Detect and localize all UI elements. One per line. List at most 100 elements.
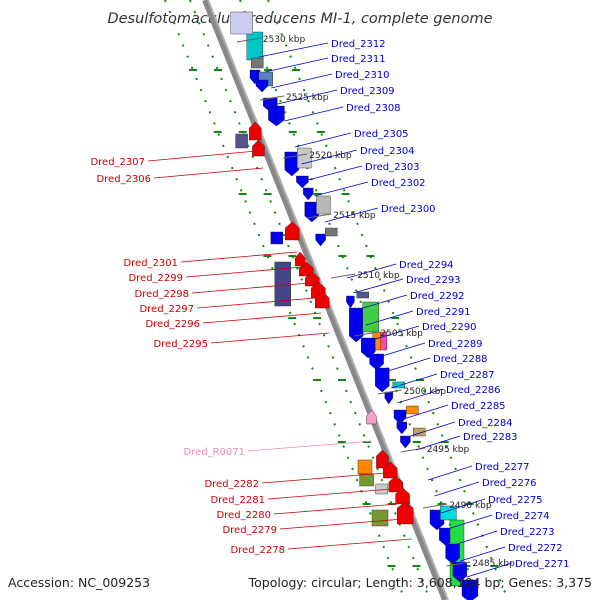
gene-label-dred_2309: Dred_2309 bbox=[340, 86, 395, 97]
label-leader bbox=[466, 562, 513, 578]
kbp-tick bbox=[377, 389, 402, 395]
gene-arrow bbox=[315, 291, 330, 309]
label-leader bbox=[294, 132, 352, 148]
topology-text: Topology: circular; Length: 3,608,104 bp… bbox=[248, 575, 592, 590]
gene-arrow bbox=[366, 409, 377, 425]
gene-block bbox=[235, 133, 248, 149]
gene-label-dred_2296: Dred_2296 bbox=[145, 319, 200, 330]
label-leader bbox=[202, 312, 322, 324]
gene-label-dred_2278: Dred_2278 bbox=[230, 545, 285, 556]
gene-block bbox=[359, 473, 374, 487]
label-leader bbox=[365, 310, 414, 326]
gene-label-dred_2302: Dred_2302 bbox=[371, 178, 426, 189]
gene-label-dred_2308: Dred_2308 bbox=[346, 103, 401, 114]
label-leader bbox=[273, 503, 398, 515]
gene-arrow bbox=[255, 79, 269, 93]
label-layer: Dred_2312Dred_2311Dred_2310Dred_2309Dred… bbox=[90, 39, 570, 578]
gene-label-dred_2305: Dred_2305 bbox=[354, 129, 409, 140]
label-leader bbox=[264, 57, 329, 73]
kbp-marker: 2500 kbp bbox=[404, 387, 447, 397]
label-leader bbox=[191, 282, 310, 294]
gene-arrow bbox=[296, 175, 309, 189]
gene-block bbox=[357, 459, 373, 475]
gene-arrow bbox=[452, 561, 467, 583]
kbp-marker: 2515 kbp bbox=[333, 211, 376, 221]
gene-label-dred_r0071: Dred_R0071 bbox=[184, 447, 246, 458]
label-leader bbox=[410, 421, 456, 437]
label-leader bbox=[371, 325, 420, 341]
gene-arrow bbox=[349, 307, 364, 343]
gene-block bbox=[297, 147, 312, 169]
label-leader bbox=[258, 42, 329, 58]
label-leader bbox=[427, 465, 473, 481]
kbp-marker: 2505 kbp bbox=[380, 329, 423, 339]
kbp-marker: 2525 kbp bbox=[286, 93, 329, 103]
gene-block bbox=[316, 195, 331, 215]
label-leader bbox=[347, 263, 397, 279]
gene-block bbox=[270, 231, 283, 245]
gene-arrow bbox=[384, 391, 393, 405]
gene-arrow bbox=[396, 421, 407, 435]
gene-label-dred_2273: Dred_2273 bbox=[500, 527, 555, 538]
gene-label-dred_2292: Dred_2292 bbox=[410, 291, 465, 302]
label-leader bbox=[301, 149, 358, 165]
gene-label-dred_2300: Dred_2300 bbox=[381, 204, 436, 215]
gene-block bbox=[356, 291, 369, 299]
gene-label-dred_2287: Dred_2287 bbox=[440, 370, 495, 381]
gene-label-dred_2272: Dred_2272 bbox=[508, 543, 563, 554]
gene-arrow bbox=[315, 233, 326, 247]
label-leader bbox=[441, 498, 486, 514]
gene-label-dred_2277: Dred_2277 bbox=[475, 462, 530, 473]
kbp-marker: 2495 kbp bbox=[427, 445, 470, 455]
gene-arrow bbox=[284, 151, 299, 177]
gene-label-dred_2295: Dred_2295 bbox=[153, 339, 208, 350]
gene-label-dred_2280: Dred_2280 bbox=[216, 510, 271, 521]
gene-label-dred_2282: Dred_2282 bbox=[204, 479, 259, 490]
gene-label-dred_2279: Dred_2279 bbox=[222, 525, 277, 536]
gene-label-dred_2275: Dred_2275 bbox=[488, 495, 543, 506]
gene-arrow bbox=[285, 221, 300, 241]
kbp-tick bbox=[307, 213, 332, 219]
label-leader bbox=[279, 518, 404, 530]
gene-arrow bbox=[375, 367, 390, 393]
label-leader bbox=[267, 488, 392, 500]
gene-block bbox=[230, 11, 254, 35]
gene-arrow bbox=[369, 353, 384, 371]
gene-block bbox=[406, 405, 419, 415]
label-leader bbox=[196, 297, 316, 309]
label-leader bbox=[271, 73, 333, 89]
label-leader bbox=[353, 278, 404, 294]
kbp-tick bbox=[354, 331, 379, 337]
accession-text: Accession: NC_009253 bbox=[8, 575, 150, 590]
label-leader bbox=[447, 514, 493, 530]
label-leader bbox=[287, 538, 412, 550]
gene-block bbox=[371, 509, 389, 527]
kbp-tick bbox=[331, 273, 356, 279]
kbp-marker: 2490 kbp bbox=[449, 501, 492, 511]
label-leader bbox=[210, 332, 330, 344]
kbp-tick bbox=[423, 503, 448, 509]
gene-arrow bbox=[303, 187, 314, 201]
gene-block bbox=[274, 261, 291, 307]
kbp-tick bbox=[236, 37, 261, 43]
label-leader bbox=[384, 357, 431, 373]
label-leader bbox=[434, 481, 480, 497]
label-leader bbox=[261, 472, 386, 484]
kbp-marker: 2520 kbp bbox=[309, 151, 352, 161]
gene-label-dred_2301: Dred_2301 bbox=[123, 258, 178, 269]
gene-label-dred_2293: Dred_2293 bbox=[406, 275, 461, 286]
label-leader bbox=[391, 373, 438, 389]
kbp-tick bbox=[283, 153, 308, 159]
label-leader bbox=[397, 388, 444, 404]
label-leader bbox=[324, 207, 379, 223]
gene-label-dred_2299: Dred_2299 bbox=[128, 273, 183, 284]
gene-arrow bbox=[400, 435, 411, 449]
gene-arrow bbox=[461, 579, 479, 600]
label-leader bbox=[314, 181, 369, 197]
gene-label-dred_2276: Dred_2276 bbox=[482, 478, 537, 489]
gene-arrow bbox=[346, 295, 355, 309]
gene-label-dred_2289: Dred_2289 bbox=[428, 339, 483, 350]
gene-label-dred_2290: Dred_2290 bbox=[422, 322, 477, 333]
label-leader bbox=[185, 266, 303, 278]
